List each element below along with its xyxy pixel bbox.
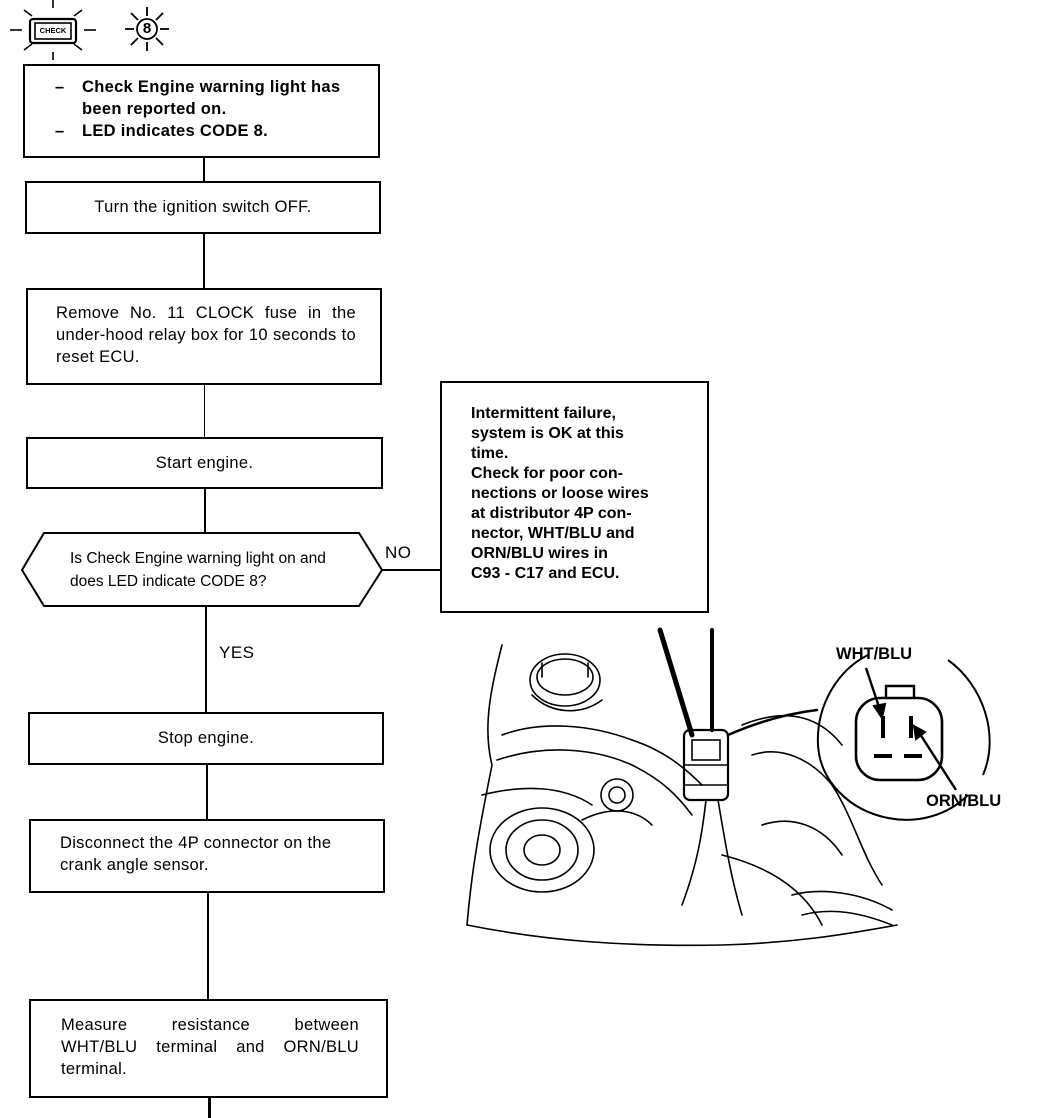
no-branch-line [380,569,442,571]
intermittent-failure-text: Intermittent failure, system is OK at th… [471,404,707,584]
yes-branch-label: YES [219,643,255,662]
report-box: –Check Engine warning light has been rep… [23,64,380,158]
intermittent-failure-box: Intermittent failure, system is OK at th… [440,381,709,613]
decision-diamond: Is Check Engine warning light on and doe… [20,532,384,608]
connector-line [203,233,205,289]
disconnect-text: Disconnect the 4P connector on the crank… [60,834,332,874]
intermittent-line: nector, WHT/BLU and [471,525,635,542]
connector-line [204,384,205,438]
check-engine-icon: CHECK [8,0,98,60]
disconnect-box: Disconnect the 4P connector on the crank… [29,819,385,893]
ignition-off-text: Turn the ignition switch OFF. [94,198,312,216]
report-item-text: LED indicates CODE 8. [82,122,269,140]
intermittent-line: ORN/BLU wires in [471,545,608,562]
intermittent-line: at distributor 4P con- [471,505,632,522]
remove-fuse-text: Remove No. 11 CLOCK fuse in the under-ho… [56,304,356,366]
wht-blu-label: WHT/BLU [836,645,913,663]
connector-line [205,606,207,714]
intermittent-line: system is OK at this [471,425,624,442]
intermittent-line: time. [471,445,509,462]
intermittent-line: nections or loose wires [471,485,649,502]
intermittent-line: Intermittent failure, [471,405,616,422]
report-item-text: Check Engine warning light has been repo… [82,78,341,118]
no-branch-label: NO [385,543,412,562]
measure-text: Measure resistance between WHT/BLU termi… [61,1016,359,1078]
measure-box: Measure resistance between WHT/BLU termi… [29,999,388,1098]
stop-engine-text: Stop engine. [157,729,255,747]
start-engine-box: Start engine. [26,437,383,489]
connector-line [206,764,208,820]
led-indicator-icon: 8 [124,7,170,51]
list-dash: – [55,78,65,96]
orn-blu-label: ORN/BLU [926,792,1002,810]
report-item: –LED indicates CODE 8. [55,120,355,142]
connector-line [204,488,206,534]
remove-fuse-box: Remove No. 11 CLOCK fuse in the under-ho… [26,288,382,385]
connector-detail-callout [808,640,998,825]
intermittent-line: Check for poor con- [471,465,624,482]
report-item: –Check Engine warning light has been rep… [55,76,355,120]
led-icon-text: 8 [142,20,152,37]
decision-text: Is Check Engine warning light on and doe… [70,550,326,590]
ignition-off-box: Turn the ignition switch OFF. [25,181,381,234]
start-engine-text: Start engine. [155,454,254,472]
report-list: –Check Engine warning light has been rep… [55,76,355,142]
engine-bay-illustration [462,625,902,950]
list-dash: – [55,122,65,140]
connector-line [207,892,209,1000]
check-icon-text: CHECK [39,26,67,35]
connector-line [203,156,205,182]
stop-engine-box: Stop engine. [28,712,384,765]
connector-line [208,1097,211,1118]
intermittent-line: C93 - C17 and ECU. [471,565,620,582]
